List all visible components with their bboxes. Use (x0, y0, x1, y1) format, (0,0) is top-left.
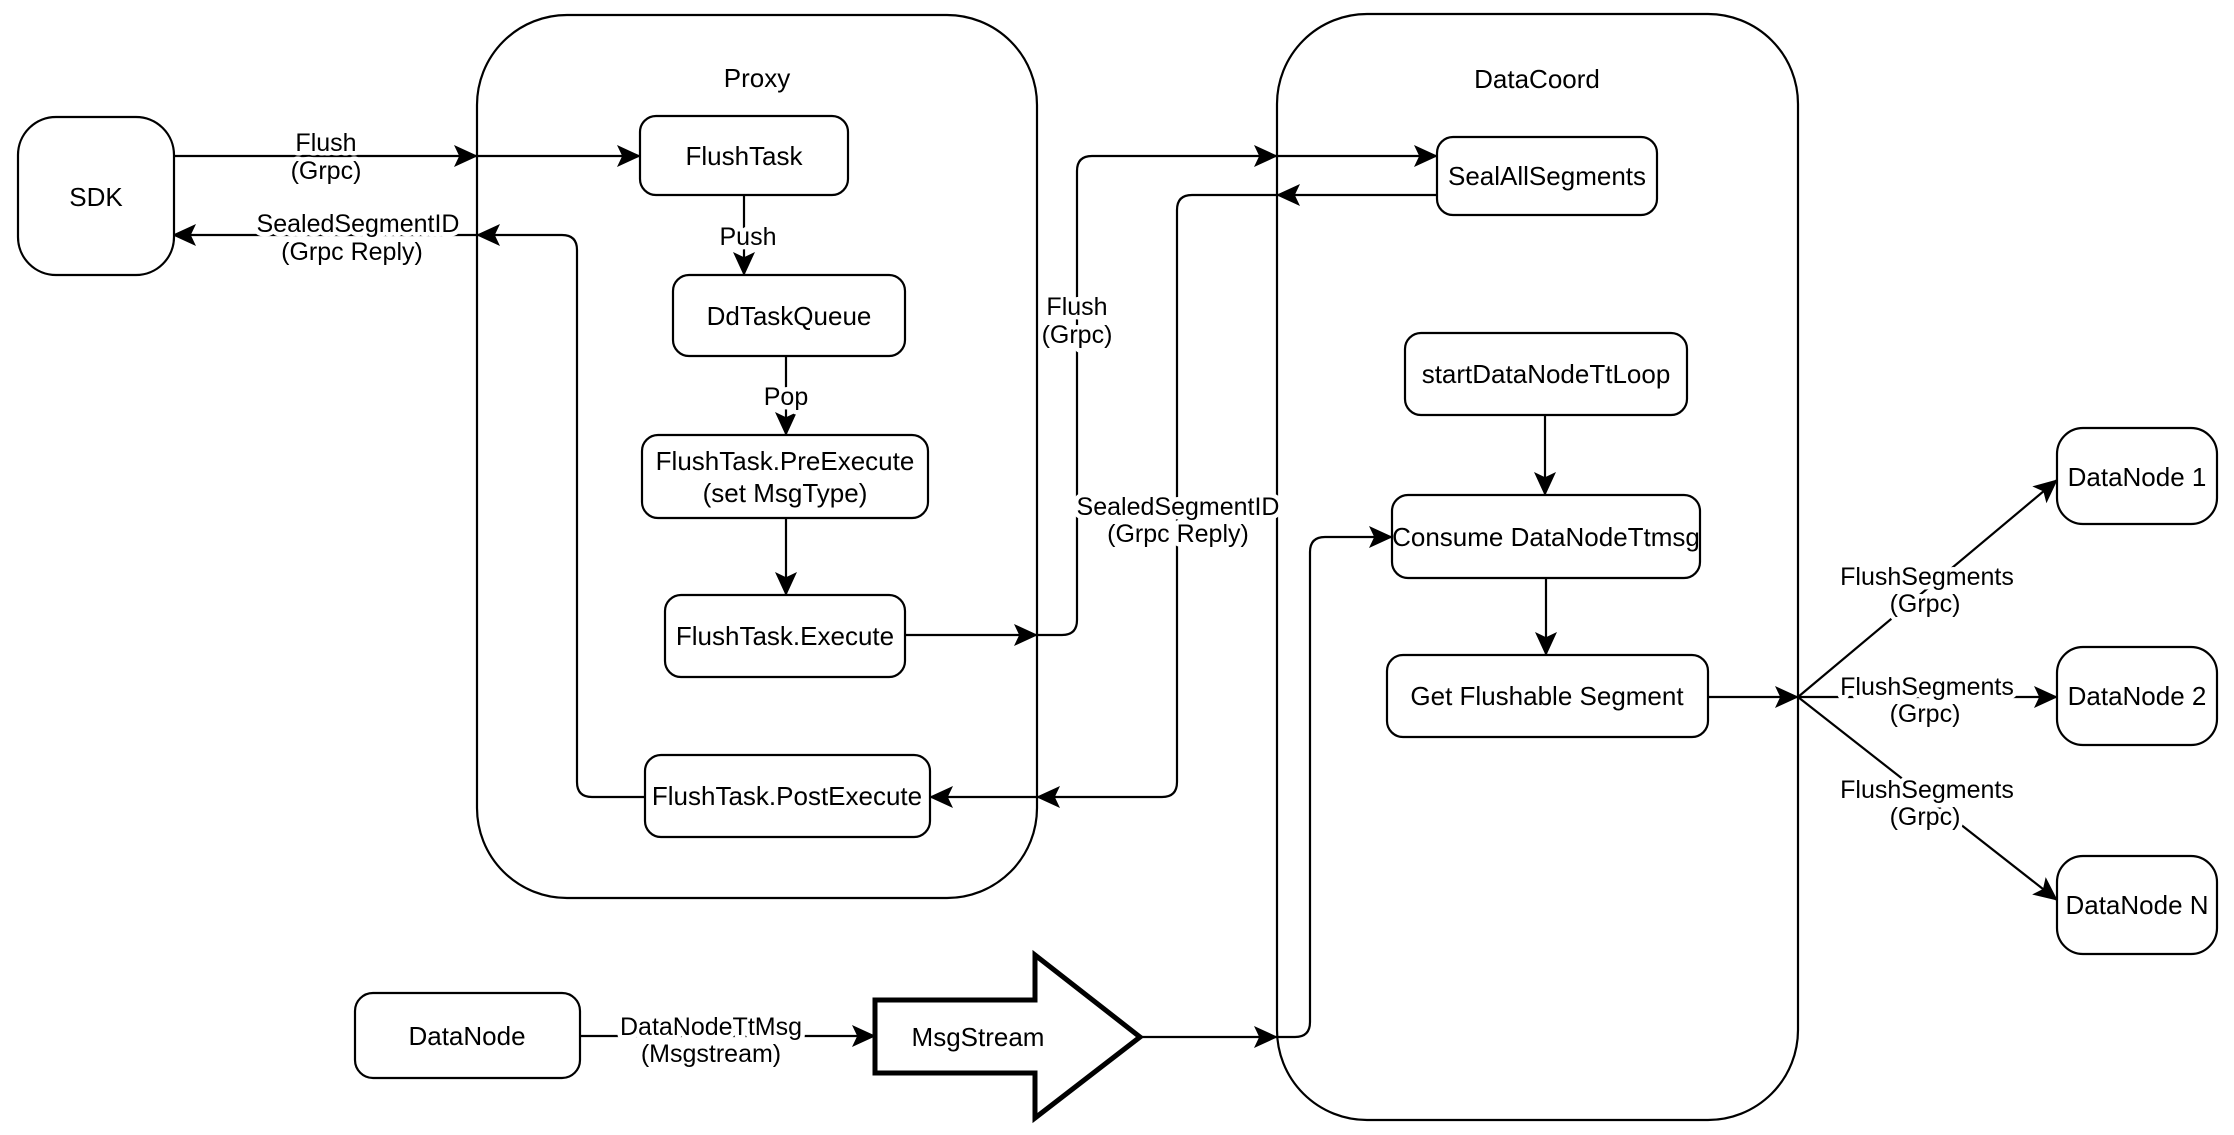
label-flush-grpc-mid-line2: (Grpc) (1042, 321, 1113, 349)
label-sealedsegmentid-sdk-line2: (Grpc Reply) (281, 238, 423, 266)
node-getflushablesegment (1385, 653, 1710, 739)
label-sealedsegmentid-mid-line1: SealedSegmentID (1077, 493, 1280, 521)
node-consumedatanodettmsg (1390, 493, 1702, 580)
datacoord-container-title: DataCoord (1474, 64, 1600, 94)
node-datanode2 (2055, 645, 2219, 747)
node-startdatanodettloop-label: startDataNodeTtLoop (1422, 359, 1671, 389)
node-consumedatanodettmsg-label: Consume DataNodeTtmsg (1392, 522, 1700, 552)
node-postexecute (643, 753, 932, 839)
node-getflushablesegment-label: Get Flushable Segment (1410, 681, 1684, 711)
proxy-container-title: Proxy (724, 63, 790, 93)
edge-flush-up-to-datacoord-edge (1037, 145, 1278, 637)
node-preexecute-label: FlushTask.PreExecute (656, 446, 915, 476)
label-datanodettmsg-line1: DataNodeTtMsg (620, 1013, 802, 1041)
edge-postexecute-to-proxy-edge (476, 224, 645, 799)
node-sealallsegments-label: SealAllSegments (1448, 161, 1646, 191)
datacoord-container (1275, 12, 1800, 1122)
edge-fanout-to-datanode1 (1797, 479, 2058, 698)
node-datanode-bottom (353, 991, 582, 1080)
label-flushsegments-3-line1: FlushSegments (1840, 776, 2014, 804)
node-ddtaskqueue-label: DdTaskQueue (707, 301, 872, 331)
label-sealedsegmentid-sdk-line1: SealedSegmentID (257, 210, 460, 238)
label-flushsegments-2-line2: (Grpc) (1890, 700, 1961, 728)
edge-fanout-to-datanoden (1797, 696, 2058, 901)
node-execute (663, 593, 907, 679)
node-startdatanodettloop (1403, 331, 1689, 417)
node-ddtaskqueue (671, 273, 907, 358)
proxy-container (475, 13, 1039, 900)
node-sdk (16, 115, 176, 277)
node-preexecute (640, 433, 930, 520)
label-flushsegments-1-line2: (Grpc) (1890, 590, 1961, 618)
node-flushtask (638, 114, 850, 197)
label-pop: Pop (764, 383, 808, 411)
edge-reply-down-to-proxy-edge (1036, 193, 1277, 808)
node-datanode1-label: DataNode 1 (2068, 462, 2207, 492)
node-preexecute-sublabel: (set MsgType) (703, 478, 868, 508)
label-push: Push (720, 223, 777, 251)
msgstream-block-arrow (872, 949, 1145, 1124)
label-flush-grpc-sdk-line1: Flush (295, 129, 356, 157)
node-flushtask-label: FlushTask (685, 141, 803, 171)
node-sdk-label: SDK (69, 182, 123, 212)
label-flush-grpc-mid-line1: Flush (1046, 293, 1107, 321)
label-datanodettmsg-line2: (Msgstream) (641, 1040, 781, 1068)
node-datanode2-label: DataNode 2 (2068, 681, 2207, 711)
node-execute-label: FlushTask.Execute (676, 621, 894, 651)
msgstream-label: MsgStream (912, 1022, 1045, 1052)
label-flushsegments-2-line1: FlushSegments (1840, 673, 2014, 701)
node-datanode-bottom-label: DataNode (408, 1021, 525, 1051)
label-sealedsegmentid-mid-line2: (Grpc Reply) (1107, 520, 1249, 548)
node-datanoden-label: DataNode N (2065, 890, 2208, 920)
label-flushsegments-3-line2: (Grpc) (1890, 803, 1961, 831)
label-flush-grpc-sdk-line2: (Grpc) (291, 157, 362, 185)
label-flushsegments-1-line1: FlushSegments (1840, 563, 2014, 591)
node-datanoden (2055, 854, 2219, 956)
node-sealallsegments (1435, 135, 1659, 217)
edge-msgstream-up-to-consume (1277, 526, 1393, 1039)
node-datanode1 (2055, 426, 2219, 526)
node-postexecute-label: FlushTask.PostExecute (652, 781, 922, 811)
